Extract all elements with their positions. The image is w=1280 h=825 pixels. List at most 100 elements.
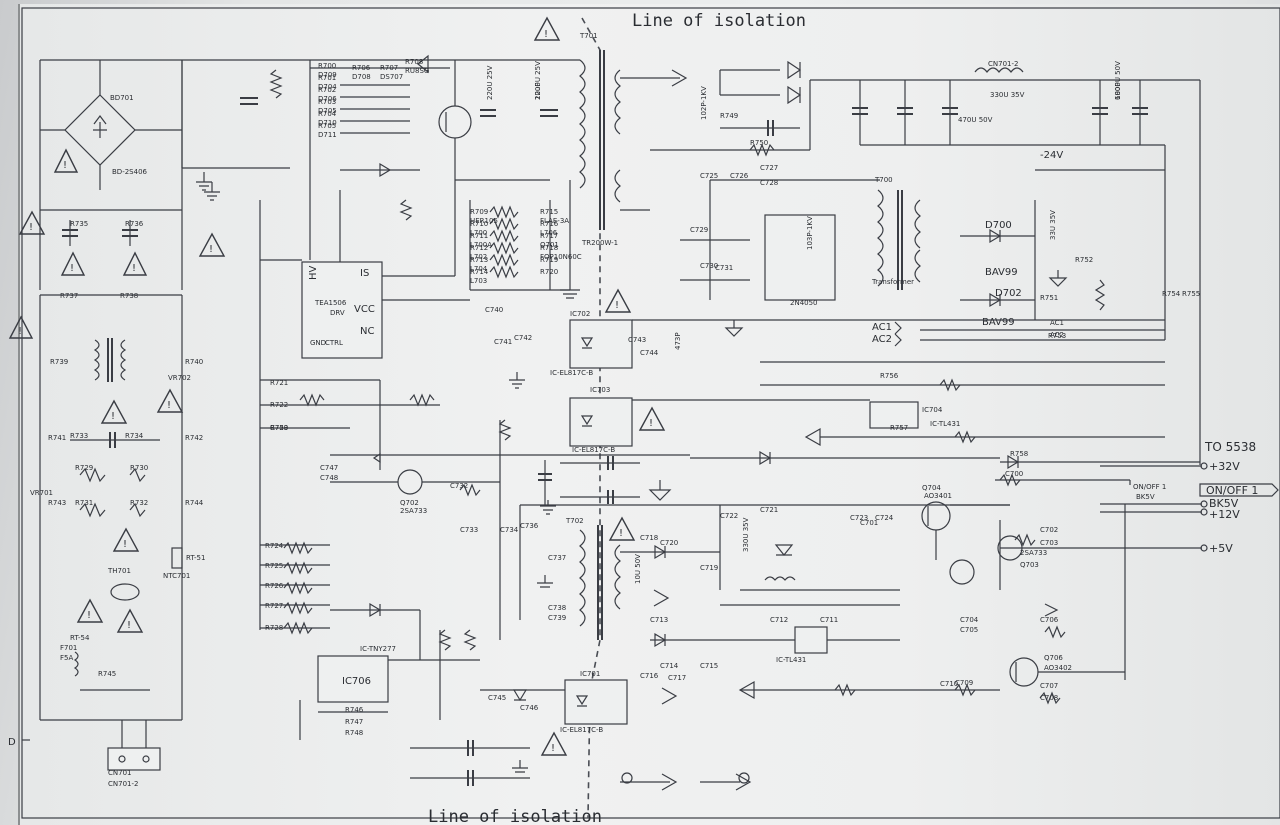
component-ref-label: R716 bbox=[540, 220, 559, 228]
vr702-label: VR702 bbox=[168, 374, 191, 382]
ic700-part: TEA1506 bbox=[314, 299, 347, 307]
component-ref-label: R741 bbox=[48, 434, 66, 442]
component-ref-label: L706 bbox=[540, 229, 558, 237]
vr701-label: VR701 bbox=[30, 489, 53, 497]
q702-part: 2SA733 bbox=[400, 507, 427, 515]
isolation-title-top: Line of isolation bbox=[632, 11, 806, 31]
component-ref-label: R711 bbox=[470, 232, 488, 240]
component-ref-label: R748 bbox=[345, 729, 363, 737]
pin-bk5v: BK5V bbox=[1209, 497, 1239, 510]
transformer-label: Transformer bbox=[871, 278, 914, 286]
optocoupler-ic703: IC703 IC-EL817C-B bbox=[569, 386, 633, 454]
ac1-label: AC1 bbox=[872, 322, 892, 333]
bd701-label: BD701 bbox=[110, 94, 134, 102]
component-ref-label: D710 bbox=[318, 119, 337, 127]
component-value-label: 33U 35V bbox=[1049, 210, 1057, 240]
component-ref-label: R702 bbox=[318, 86, 336, 94]
component-ref-label: R713 bbox=[470, 256, 488, 264]
svg-text:!: ! bbox=[132, 263, 136, 274]
component-ref-label: C713 bbox=[650, 616, 668, 624]
component-ref-label: C715 bbox=[700, 662, 718, 670]
component-ref-label: R725 bbox=[265, 562, 283, 570]
component-ref-label: C750 bbox=[270, 424, 288, 432]
ground-symbols bbox=[204, 182, 1068, 773]
pin-12v: +12V bbox=[1209, 508, 1240, 521]
component-ref-label: R731 bbox=[75, 499, 93, 507]
component-ref-label: FQP10N60C bbox=[540, 253, 582, 261]
component-ref-label: L702 bbox=[470, 253, 487, 261]
ac2-label: AC2 bbox=[872, 334, 892, 345]
svg-text:!: ! bbox=[111, 411, 115, 422]
component-ref-label: R717 bbox=[540, 232, 558, 240]
component-ref-label: C739 bbox=[548, 614, 566, 622]
component-ref-label: C731 bbox=[715, 264, 733, 272]
component-ref-label: R736 bbox=[125, 220, 144, 228]
component-value-label: 1000U 50V bbox=[1114, 61, 1122, 100]
component-ref-label: R729 bbox=[75, 464, 93, 472]
ic706-label: IC706 bbox=[342, 676, 371, 687]
secondary-output-top: 470U 50V 330U 35V CN701-2 bbox=[650, 60, 1201, 465]
component-ref-label: R758 bbox=[1010, 450, 1028, 458]
component-ref-label: R739 bbox=[50, 358, 68, 366]
ic-pin-is: IS bbox=[360, 268, 369, 279]
component-ref-label: R730 bbox=[130, 464, 148, 472]
ic-pin-hv: HV bbox=[308, 265, 319, 280]
component-ref-label: C718 bbox=[640, 534, 658, 542]
ic-pin-nc: NC bbox=[360, 326, 374, 337]
component-ref-label: R734 bbox=[125, 432, 144, 440]
svg-text:!: ! bbox=[619, 528, 623, 539]
ic-pin-ctrl: CTRL bbox=[325, 339, 343, 347]
ac-input-filter: CN701 CN701-2 F701 F5A TH701 NTC701 VR70… bbox=[30, 209, 205, 788]
feedback-wiring: IC704 IC-TL431 bbox=[632, 319, 1200, 487]
controller-ic: HV IS VCC NC GND CTRL TEA1506 DRV bbox=[259, 162, 470, 630]
component-value-label: 680P bbox=[1114, 82, 1122, 100]
connector-title: TO 5538 bbox=[1204, 440, 1256, 454]
component-ref-label: R722 bbox=[270, 401, 288, 409]
rt54-label: RT-54 bbox=[70, 634, 90, 642]
component-ref-label: C732 bbox=[450, 482, 468, 490]
pin-bk5v-label: BK5V bbox=[1136, 493, 1155, 501]
component-ref-label: FLAE-3A bbox=[540, 217, 569, 225]
component-ref-label: R732 bbox=[130, 499, 148, 507]
component-ref-label: R746 bbox=[345, 706, 364, 714]
component-ref-label: C741 bbox=[494, 338, 512, 346]
component-ref-label: C737 bbox=[548, 554, 566, 562]
d702-part: BAV99 bbox=[982, 317, 1015, 328]
component-ref-label: R757 bbox=[890, 424, 908, 432]
component-ref-label: R706 bbox=[352, 64, 371, 72]
component-ref-label: D709 bbox=[318, 71, 337, 79]
warning-triangle-icons: ! ! ! ! ! ! ! ! ! ! ! ! ! ! ! ! bbox=[8, 16, 666, 756]
component-ref-label: L700A bbox=[470, 241, 492, 249]
ic702-part: IC-EL817C-B bbox=[550, 369, 593, 377]
component-ref-label: R700 bbox=[318, 62, 336, 70]
component-ref-label: L704 bbox=[470, 265, 488, 273]
component-ref-label: HER105 bbox=[470, 217, 498, 225]
component-value-label: 473P bbox=[674, 332, 682, 350]
component-ref-label: C702 bbox=[1040, 526, 1058, 534]
component-ref-label: C705 bbox=[960, 626, 978, 634]
isolation-title-bottom: Line of isolation bbox=[428, 807, 602, 825]
optocoupler-ic702: IC702 IC-EL817C-B bbox=[550, 310, 633, 377]
ic704-part: IC-TL431 bbox=[930, 420, 960, 428]
q703-part: 2SA733 bbox=[1020, 549, 1047, 557]
component-ref-label: C719 bbox=[700, 564, 718, 572]
ac2-right: AC2 bbox=[1050, 331, 1064, 339]
q704-part: AO3401 bbox=[924, 492, 952, 500]
pin-on-off-box: ON/OFF 1 bbox=[1206, 484, 1258, 497]
component-ref-label: C717 bbox=[668, 674, 686, 682]
component-ref-label: R740 bbox=[185, 358, 203, 366]
svg-text:!: ! bbox=[29, 222, 33, 233]
component-ref-label: C725 bbox=[700, 172, 718, 180]
component-ref-label: C740 bbox=[485, 306, 503, 314]
component-ref-label: R737 bbox=[60, 292, 78, 300]
component-ref-label: R727 bbox=[265, 602, 283, 610]
bd701-part: BD-2S406 bbox=[112, 168, 148, 176]
component-ref-label: C723 bbox=[850, 514, 868, 522]
component-ref-label: C703 bbox=[1040, 539, 1058, 547]
rt51-label: RT-51 bbox=[186, 554, 205, 562]
component-ref-label: R733 bbox=[70, 432, 88, 440]
component-ref-label: Q701 bbox=[540, 241, 559, 249]
component-ref-label: R728 bbox=[265, 624, 283, 632]
c701-value: 470U 50V bbox=[958, 116, 993, 124]
